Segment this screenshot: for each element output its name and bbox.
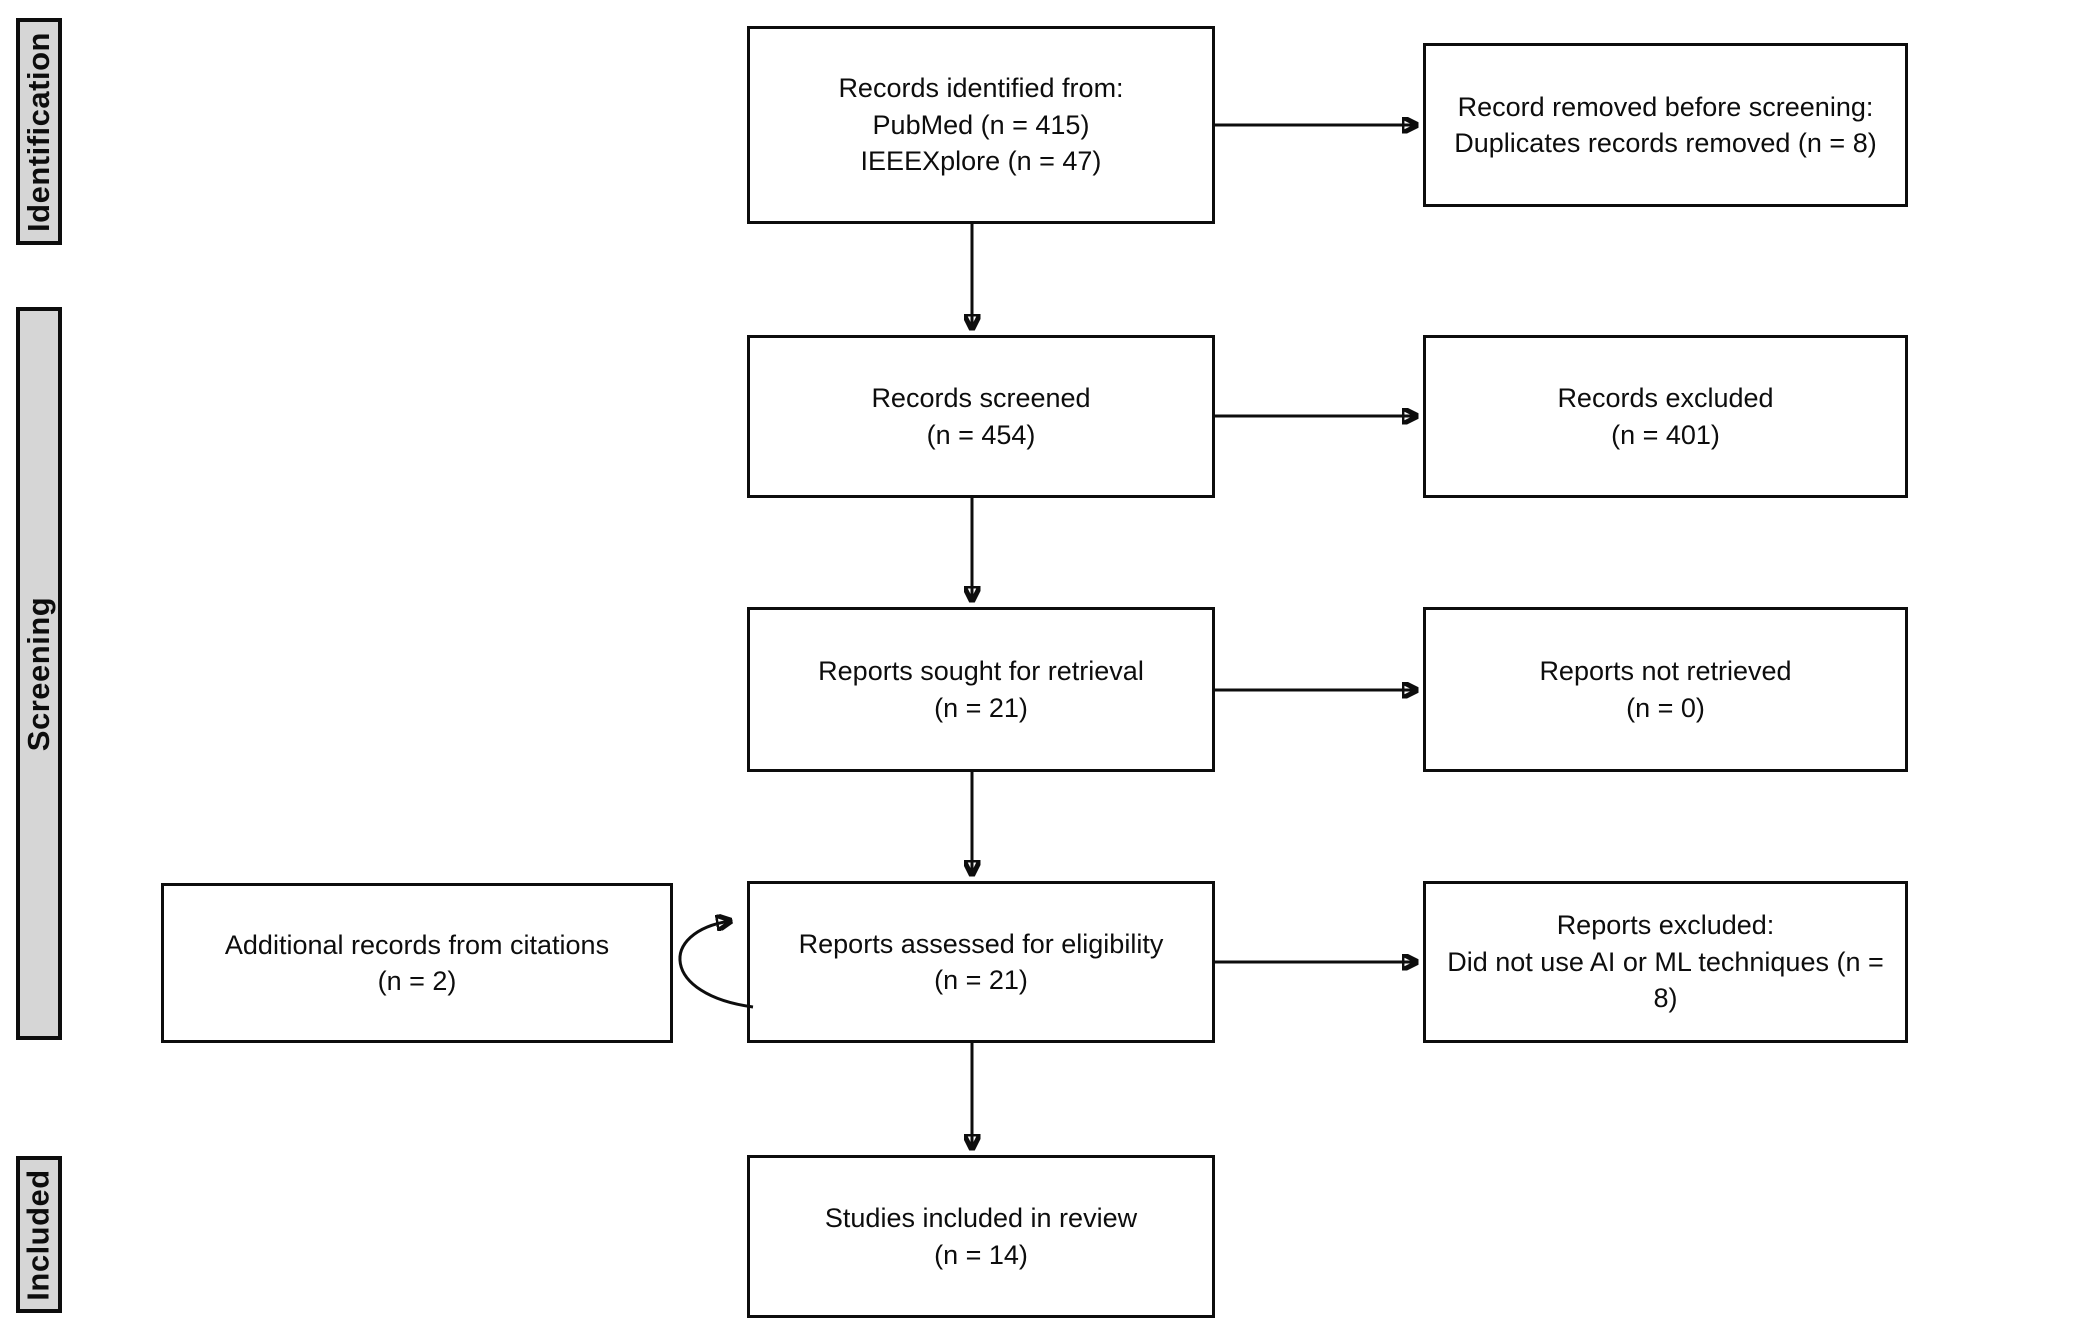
- stage-bar-included: Included: [16, 1156, 62, 1313]
- stage-included-label: Included: [21, 1168, 57, 1301]
- stage-bar-screening: Screening: [16, 307, 62, 1040]
- stage-screening-label: Screening: [21, 596, 57, 751]
- box-reports-excluded: Reports excluded: Did not use AI or ML t…: [1423, 881, 1908, 1043]
- box-additional-records: Additional records from citations (n = 2…: [161, 883, 673, 1043]
- stage-identification-label: Identification: [21, 31, 57, 232]
- box-studies-included: Studies included in review (n = 14): [747, 1155, 1215, 1318]
- box-records-excluded: Records excluded (n = 401): [1423, 335, 1908, 498]
- stage-bar-identification: Identification: [16, 18, 62, 245]
- box-records-screened: Records screened (n = 454): [747, 335, 1215, 498]
- box-records-identified: Records identified from: PubMed (n = 415…: [747, 26, 1215, 224]
- arrow-additional-to-assessed: [678, 921, 754, 1009]
- box-reports-not-retrieved: Reports not retrieved (n = 0): [1423, 607, 1908, 772]
- box-records-removed: Record removed before screening: Duplica…: [1423, 43, 1908, 207]
- box-reports-sought: Reports sought for retrieval (n = 21): [747, 607, 1215, 772]
- box-reports-assessed: Reports assessed for eligibility (n = 21…: [747, 881, 1215, 1043]
